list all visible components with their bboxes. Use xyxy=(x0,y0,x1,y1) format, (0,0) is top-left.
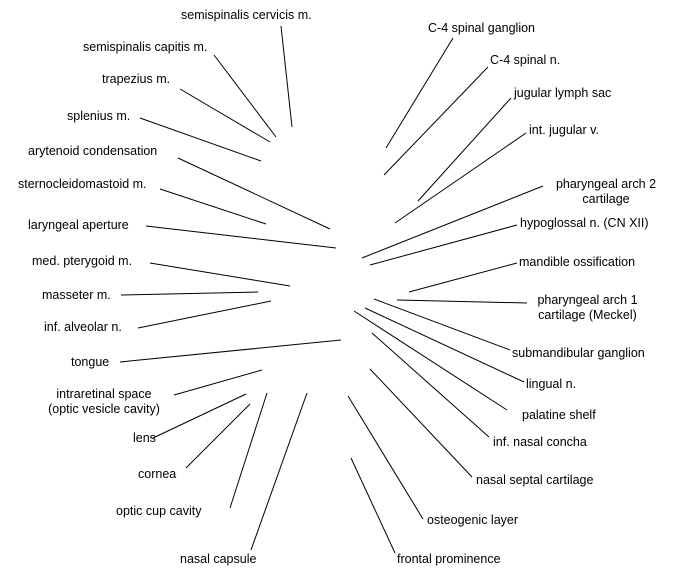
leader-splenius xyxy=(139,117,262,162)
leader-intraretinal-space xyxy=(173,369,263,396)
leader-mandible-ossification xyxy=(408,262,518,293)
leader-nasal-capsule xyxy=(250,392,308,551)
label-lens: lens xyxy=(133,431,156,445)
leader-lens xyxy=(152,393,247,439)
label-trapezius: trapezius m. xyxy=(102,72,171,86)
leader-frontal-prominence xyxy=(350,457,396,554)
label-intraretinal-space-line2: (optic vesicle cavity) xyxy=(48,402,160,416)
label-semispinalis-capitis: semispinalis capitis m. xyxy=(83,40,208,54)
leader-semispinalis-cervicis xyxy=(280,25,293,128)
label-pharyngeal-arch-2: pharyngeal arch 2 cartilage xyxy=(540,177,672,207)
leader-lingual-n xyxy=(364,307,525,383)
leader-palatine-shelf xyxy=(353,310,508,411)
leader-laryngeal-aperture xyxy=(145,225,337,249)
label-splenius: splenius m. xyxy=(67,109,131,123)
leader-sternocleidomastoid xyxy=(159,188,267,225)
label-nasal-capsule: nasal capsule xyxy=(180,552,257,566)
label-submandibular-ganglion: submandibular ganglion xyxy=(512,346,645,360)
label-hypoglossal-n: hypoglossal n. (CN XII) xyxy=(520,216,649,230)
label-pharyngeal-arch-2-line1: pharyngeal arch 2 xyxy=(555,177,657,191)
label-laryngeal-aperture: laryngeal aperture xyxy=(28,218,129,232)
label-cornea: cornea xyxy=(138,467,177,481)
label-lingual-n: lingual n. xyxy=(526,377,577,391)
label-tongue: tongue xyxy=(71,355,110,369)
leader-trapezius xyxy=(179,88,271,143)
label-semispinalis-cervicis: semispinalis cervicis m. xyxy=(181,8,312,22)
label-pharyngeal-arch-1-line2: cartilage (Meckel) xyxy=(538,308,637,322)
leader-pharyngeal-arch-2 xyxy=(361,185,544,259)
label-inf-alveolar-n: inf. alveolar n. xyxy=(44,320,122,334)
leader-inf-nasal-concha xyxy=(371,332,490,438)
leader-int-jugular-v xyxy=(394,132,527,224)
leader-masseter xyxy=(120,291,259,296)
label-c4-spinal-ganglion: C-4 spinal ganglion xyxy=(428,21,536,35)
label-palatine-shelf: palatine shelf xyxy=(522,408,596,422)
leader-inf-alveolar-n xyxy=(137,300,272,329)
label-int-jugular-v: int. jugular v. xyxy=(529,123,599,137)
leader-arytenoid-condensation xyxy=(177,157,331,230)
label-med-pterygoid: med. pterygoid m. xyxy=(32,254,133,268)
label-sternocleidomastoid: sternocleidomastoid m. xyxy=(18,177,147,191)
leader-c4-spinal-ganglion xyxy=(385,37,454,149)
leader-c4-spinal-n xyxy=(383,66,489,176)
leader-tongue xyxy=(119,339,342,363)
leader-nasal-septal-cartilage xyxy=(369,368,473,478)
leader-pharyngeal-arch-1 xyxy=(396,299,528,304)
leader-med-pterygoid xyxy=(149,262,291,287)
leader-semispinalis-capitis xyxy=(213,54,277,138)
leader-optic-cup-cavity xyxy=(229,392,268,509)
label-inf-nasal-concha: inf. nasal concha xyxy=(493,435,587,449)
leader-cornea xyxy=(185,403,251,469)
label-pharyngeal-arch-1: pharyngeal arch 1 cartilage (Meckel) xyxy=(520,293,655,323)
label-pharyngeal-arch-1-line1: pharyngeal arch 1 xyxy=(537,293,638,307)
leader-submandibular-ganglion xyxy=(373,298,511,351)
label-masseter: masseter m. xyxy=(42,288,111,302)
leader-hypoglossal-n xyxy=(369,224,518,266)
label-intraretinal-space-line1: intraretinal space xyxy=(56,387,152,401)
label-nasal-septal-cartilage: nasal septal cartilage xyxy=(476,473,594,487)
leader-osteogenic-layer xyxy=(347,395,424,520)
label-mandible-ossification: mandible ossification xyxy=(519,255,636,269)
label-arytenoid-condensation: arytenoid condensation xyxy=(28,144,158,158)
label-jugular-lymph-sac: jugular lymph sac xyxy=(514,86,612,100)
label-frontal-prominence: frontal prominence xyxy=(397,552,501,566)
label-optic-cup-cavity: optic cup cavity xyxy=(116,504,202,518)
label-c4-spinal-n: C-4 spinal n. xyxy=(490,53,561,67)
label-pharyngeal-arch-2-line2: cartilage xyxy=(582,192,630,206)
leader-jugular-lymph-sac xyxy=(417,97,512,202)
label-intraretinal-space: intraretinal space (optic vesicle cavity… xyxy=(38,387,170,417)
label-osteogenic-layer: osteogenic layer xyxy=(427,513,519,527)
